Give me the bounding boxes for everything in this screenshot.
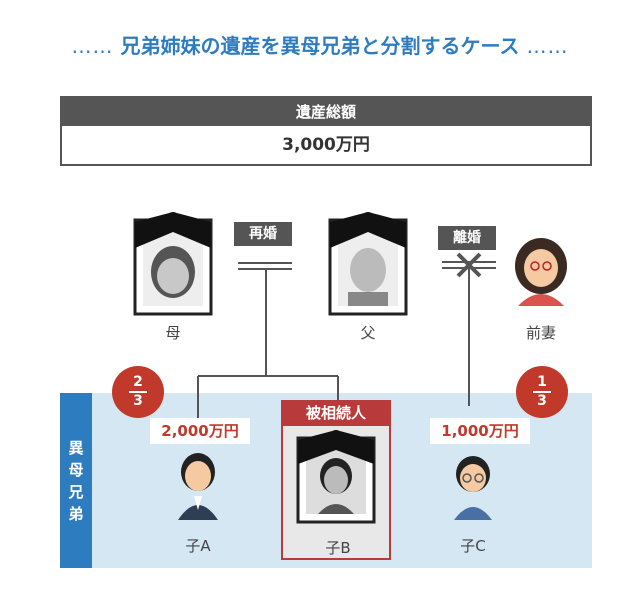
- half-sibling-label: 異 母 兄 弟: [60, 393, 92, 568]
- page-title: …… 兄弟姉妹の遺産を異母兄弟と分割するケース ……: [71, 34, 569, 58]
- estate-total-value: 3,000万円: [282, 135, 370, 155]
- remarriage-tag: 再婚: [234, 222, 292, 246]
- share-amount-c: 1,000万円: [430, 418, 530, 444]
- child-b-name: 子B: [325, 539, 351, 557]
- divorce-cross-2: [456, 252, 482, 278]
- share-fraction-c: 1 3: [516, 366, 568, 418]
- share-amount-a: 2,000万円: [150, 418, 250, 444]
- child-c-avatar: [454, 456, 492, 520]
- child-a-avatar: [178, 453, 218, 520]
- mother-name: 母: [165, 324, 181, 342]
- estate-total-box: 遺産総額 3,000万円: [60, 96, 592, 166]
- share-fraction-a: 2 3: [112, 366, 164, 418]
- father-portrait: [328, 212, 408, 316]
- mother-portrait: [133, 212, 213, 316]
- estate-total-label: 遺産総額: [62, 98, 590, 126]
- child-a-name: 子A: [185, 537, 211, 555]
- ex-wife-avatar: [515, 238, 567, 306]
- father-name: 父: [360, 324, 376, 342]
- child-b-portrait: [296, 430, 376, 524]
- child-c-name: 子C: [460, 537, 486, 555]
- deceased-label: 被相続人: [281, 400, 391, 426]
- ex-wife-name: 前妻: [525, 324, 556, 342]
- divorce-tag: 離婚: [438, 226, 496, 250]
